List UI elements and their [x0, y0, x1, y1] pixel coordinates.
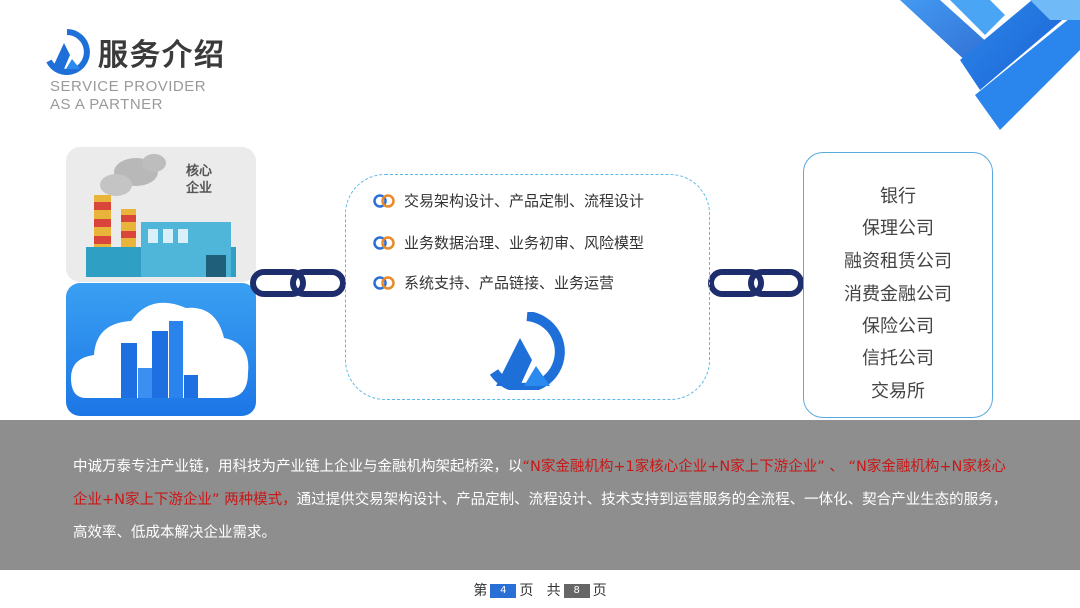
link-rings-icon — [373, 193, 395, 208]
page-word: 页 — [519, 583, 534, 599]
service-label: 系统支持、产品链接、业务运营 — [404, 274, 615, 292]
center-logo-icon — [489, 312, 565, 390]
link-rings-icon — [373, 235, 395, 250]
service-label: 业务数据治理、业务初审、风险模型 — [404, 234, 645, 252]
core-label-line-1: 核心 — [186, 164, 213, 179]
platform-enterprise-card — [66, 283, 256, 416]
subtitle-line-2: AS A PARTNER — [50, 96, 163, 113]
core-enterprise-card — [66, 147, 256, 282]
mode-one-text: “N家金融机构+1家核心企业+N家上下游企业” — [522, 459, 825, 475]
two-modes-text: 两种模式， — [219, 492, 297, 508]
institution-item: 融资租赁公司 — [844, 251, 952, 272]
total-pages-badge: 8 — [563, 584, 590, 598]
service-item: 交易架构设计、产品定制、流程设计 — [372, 190, 644, 211]
description-text: 中诚万泰专注产业链，用科技为产业链上企业与金融机构架起桥梁，以“N家金融机构+1… — [73, 451, 1013, 550]
institution-item: 银行 — [880, 186, 916, 207]
page-prefix: 第 — [473, 583, 488, 599]
platform-label-line-1: 平台 — [196, 334, 223, 349]
current-page-badge: 4 — [490, 584, 517, 598]
platform-label-line-2: 企业 — [196, 351, 223, 366]
institution-item: 消费金融公司 — [844, 284, 952, 305]
platform-enterprise-label: 平台 企业 — [196, 333, 222, 367]
description-part-1: 中诚万泰专注产业链，用科技为产业链上企业与金融机构架起桥梁，以 — [73, 459, 523, 475]
core-enterprise-label: 核心 企业 — [186, 163, 212, 197]
subtitle-line-1: SERVICE PROVIDER — [50, 78, 207, 95]
chain-link-left-icon — [250, 269, 346, 297]
services-box — [345, 174, 710, 400]
mode-separator: 、 — [824, 459, 849, 475]
cloud-buildings-icon — [71, 302, 249, 398]
total-prefix: 共 — [546, 583, 561, 599]
service-item: 业务数据治理、业务初审、风险模型 — [372, 232, 644, 253]
institution-item: 保险公司 — [862, 316, 934, 337]
corner-decoration — [900, 0, 1080, 130]
service-item: 系统支持、产品链接、业务运营 — [372, 272, 614, 293]
total-suffix: 页 — [592, 583, 607, 599]
core-label-line-2: 企业 — [186, 181, 213, 196]
factory-icon — [86, 154, 236, 277]
link-rings-icon — [373, 275, 395, 290]
chain-link-right-icon — [708, 269, 804, 297]
institution-item: 交易所 — [871, 381, 925, 402]
page-title: 服务介绍 — [98, 38, 226, 73]
service-label: 交易架构设计、产品定制、流程设计 — [404, 192, 645, 210]
company-logo — [46, 29, 90, 75]
description-part-3: 通过提供交易架构设计、产品定制、流程设计、技术支持到运营服务的全流程、一体化、契… — [73, 492, 1008, 541]
financial-institutions-box — [803, 152, 993, 418]
institution-item: 信托公司 — [862, 348, 934, 369]
institution-item: 保理公司 — [862, 218, 934, 239]
mode-two-text: “N家金融机构+N家核心企业+N家上下游企业” — [73, 459, 1006, 508]
description-band — [0, 420, 1080, 570]
